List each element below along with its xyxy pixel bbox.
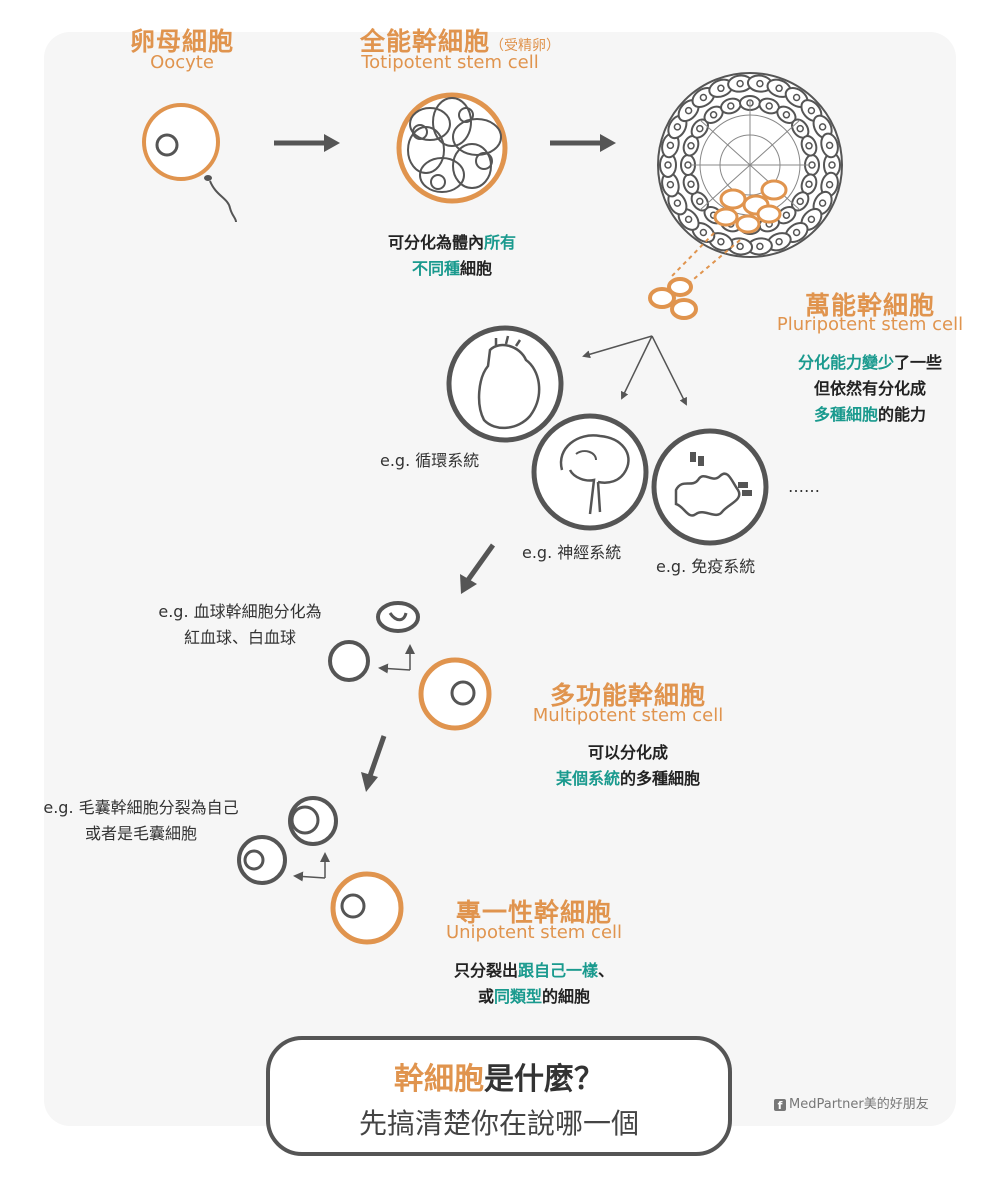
pluripotent-desc-2: 但依然有分化成: [770, 376, 970, 402]
unipotent-desc-2hl: 同類型: [494, 987, 542, 1006]
totipotent-title-en: Totipotent stem cell: [330, 52, 570, 73]
arrow-to-unipotent: [370, 736, 384, 776]
pluripotent-desc-3b: 的能力: [878, 405, 926, 424]
multipotent-example-1: e.g. 血球幹細胞分化為: [140, 599, 340, 625]
unipotent-example: e.g. 毛囊幹細胞分裂為自己 或者是毛囊細胞: [28, 795, 254, 847]
main-title: 幹細胞是什麼？: [270, 1054, 728, 1098]
oocyte-title-en: Oocyte: [120, 52, 244, 73]
blastocyst: [658, 73, 842, 284]
arrow-to-multipotent: [468, 545, 493, 580]
totipotent-desc-2hl: 不同種: [412, 259, 460, 278]
pluripotent-title-en: Pluripotent stem cell: [760, 314, 980, 335]
unipotent-example-1: e.g. 毛囊幹細胞分裂為自己: [28, 795, 254, 821]
pluripotent-desc-3hl: 多種細胞: [814, 405, 878, 424]
facebook-icon: f: [774, 1099, 786, 1111]
unipotent-example-2: 或者是毛囊細胞: [28, 821, 254, 847]
multipotent-desc-1: 可以分化成: [528, 740, 728, 766]
branch-arrows: [584, 336, 686, 404]
pluripotent-desc-1b: 了一些: [894, 353, 942, 372]
multipotent-example-2: 紅血球、白血球: [140, 625, 340, 651]
unipotent-desc-1b: 、: [598, 961, 614, 980]
totipotent-desc-1hl: 所有: [484, 233, 516, 252]
example-circulatory: e.g. 循環系統: [380, 448, 479, 474]
multipotent-cell: [421, 660, 489, 728]
multipotent-description: 可以分化成 某個系統的多種細胞: [528, 740, 728, 792]
totipotent-cell: [399, 95, 505, 201]
unipotent-desc-1hl: 跟自己一樣: [518, 961, 598, 980]
heart-icon: [449, 328, 561, 440]
unipotent-cell: [333, 874, 401, 942]
multipotent-title-en: Multipotent stem cell: [518, 705, 738, 726]
credit-text: MedPartner美的好朋友: [789, 1097, 929, 1112]
totipotent-description: 可分化為體內所有 不同種細胞: [352, 230, 552, 282]
main-title-rest: 是什麼？: [484, 1062, 604, 1097]
multipotent-desc-2hl: 某個系統: [556, 769, 620, 788]
example-ellipsis: ……: [788, 474, 820, 500]
unipotent-title-en: Unipotent stem cell: [424, 922, 644, 943]
main-title-accent: 幹細胞: [394, 1062, 484, 1097]
multipotent-example: e.g. 血球幹細胞分化為 紅血球、白血球: [140, 599, 340, 651]
unipotent-description: 只分裂出跟自己一樣、 或同類型的細胞: [424, 958, 644, 1010]
totipotent-desc-2b: 細胞: [460, 259, 492, 278]
pluripotent-description: 分化能力變少了一些 但依然有分化成 多種細胞的能力: [770, 350, 970, 428]
multipotent-desc-2b: 的多種細胞: [620, 769, 700, 788]
example-nervous: e.g. 神經系統: [522, 540, 621, 566]
hair-follicle-cell: [290, 798, 336, 844]
multipotent-arrows: [380, 646, 410, 670]
pluripotent-desc-1hl: 分化能力變少: [798, 353, 894, 372]
inner-cell-mass: [650, 279, 696, 318]
immune-icon: [654, 431, 766, 543]
example-immune: e.g. 免疫系統: [656, 554, 755, 580]
red-blood-cell: [378, 603, 418, 631]
main-subtitle: 先搞清楚你在說哪一個: [270, 1102, 728, 1142]
brain-icon: [534, 416, 646, 528]
unipotent-desc-1a: 只分裂出: [454, 961, 518, 980]
oocyte-cell: [144, 105, 236, 222]
unipotent-desc-2b: 的細胞: [542, 987, 590, 1006]
title-box: 幹細胞是什麼？ 先搞清楚你在說哪一個: [266, 1036, 732, 1156]
unipotent-arrows: [295, 854, 325, 878]
unipotent-desc-2a: 或: [478, 987, 494, 1006]
totipotent-desc-1a: 可分化為體內: [388, 233, 484, 252]
